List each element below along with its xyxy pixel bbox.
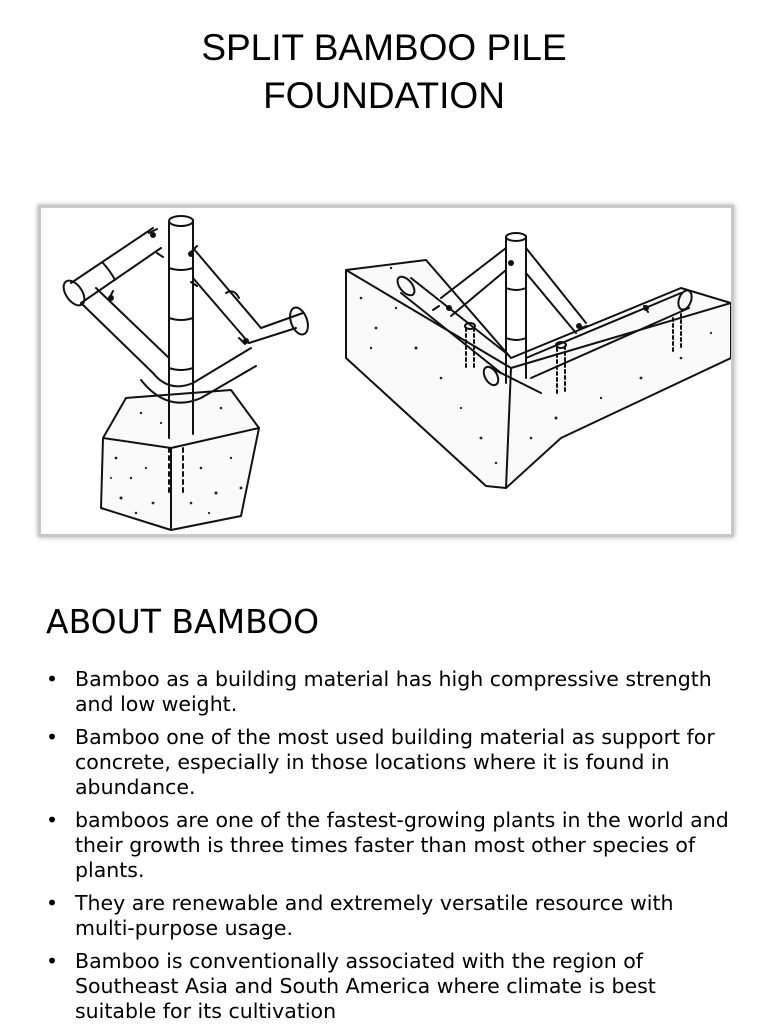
section-heading: ABOUT BAMBOO — [46, 602, 320, 641]
bullet-item: Bamboo as a building material has high c… — [46, 667, 736, 717]
bullet-item: They are renewable and extremely versati… — [46, 891, 736, 941]
left-pile-drawing — [62, 215, 309, 531]
title-line-2: FOUNDATION — [263, 75, 505, 116]
bullet-item: bamboos are one of the fastest-growing p… — [46, 808, 736, 883]
bullet-item: Bamboo one of the most used building mat… — [46, 725, 736, 800]
bullet-list: Bamboo as a building material has high c… — [46, 667, 736, 1032]
bullet-item: Bamboo is conventionally associated with… — [46, 949, 736, 1024]
title-line-1: SPLIT BAMBOO PILE — [201, 27, 567, 68]
foundation-illustration — [38, 205, 734, 537]
right-beam-drawing — [345, 232, 731, 489]
page-title: SPLIT BAMBOO PILE FOUNDATION — [0, 24, 768, 120]
